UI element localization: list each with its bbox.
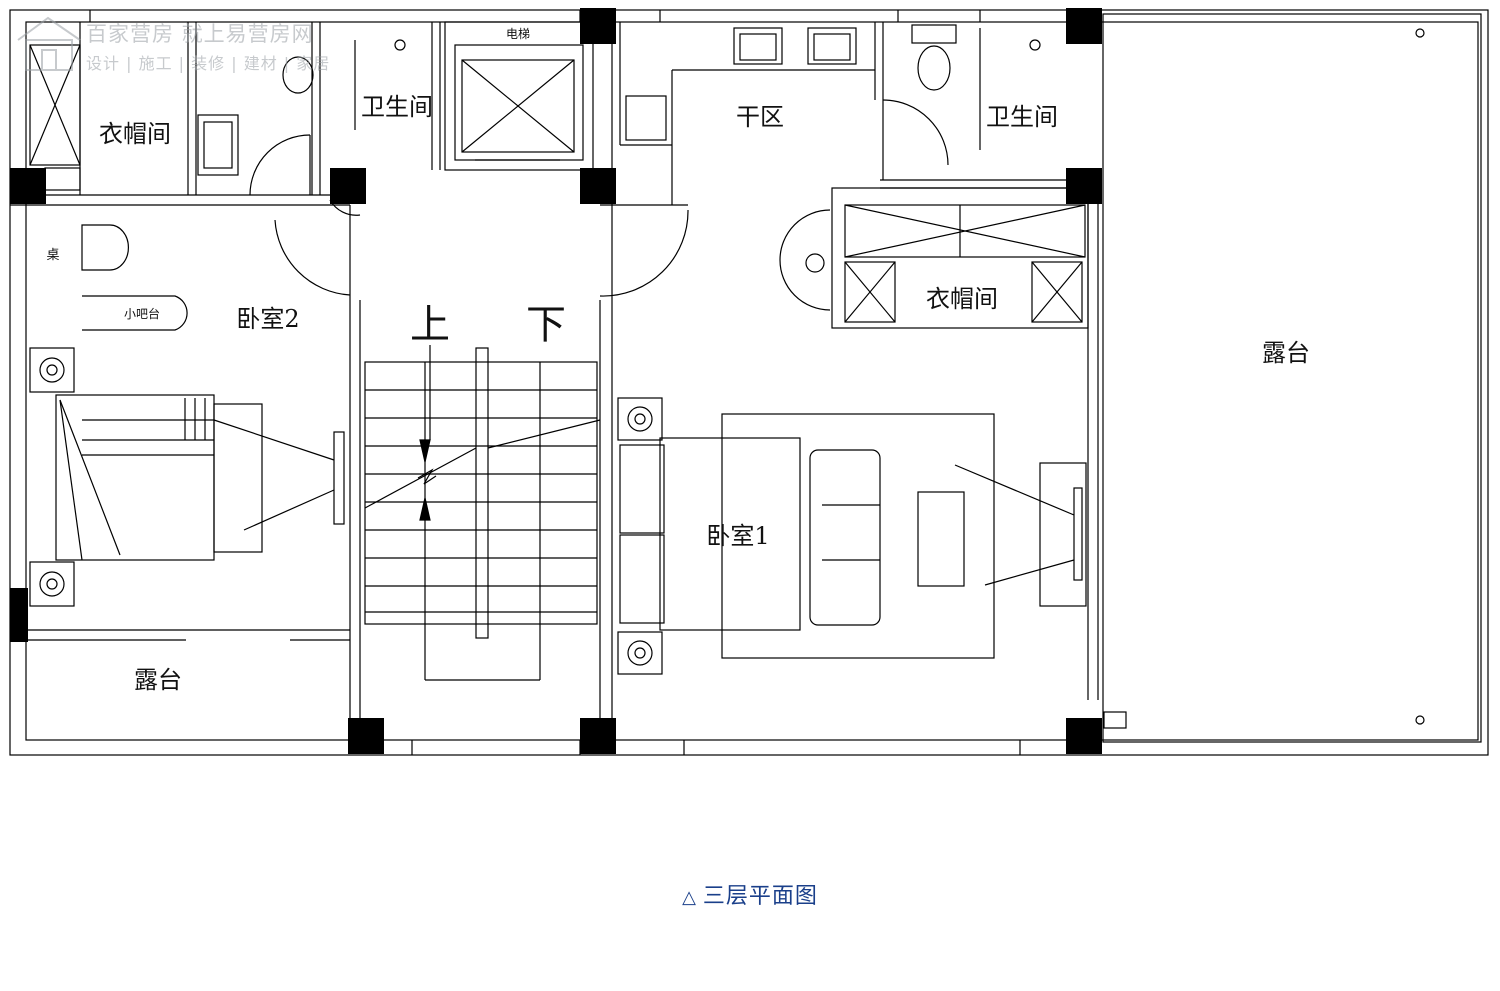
house-logo-icon (17, 16, 81, 71)
bed-1 (659, 437, 801, 631)
label-stair-up: 上 (410, 302, 450, 348)
label-elevator: 电梯 (506, 27, 530, 41)
watermark-line-1: 百家营房 就上易营房网 (86, 22, 314, 46)
label-cloakroom-left: 衣帽间 (99, 120, 171, 148)
caption-title: 三层平面图 (702, 884, 818, 909)
label-bathroom-right: 卫生间 (986, 103, 1058, 131)
wardrobe-right (779, 187, 1089, 329)
columns (10, 8, 1102, 754)
label-bedroom-1: 卧室1 (706, 522, 769, 550)
label-bathroom-left: 卫生间 (361, 93, 433, 121)
outer-wall-inner (25, 21, 1479, 741)
outer-wall-outer (9, 9, 1489, 756)
label-mini-bar: 小吧台 (124, 306, 160, 321)
triangle-icon: △ (682, 887, 697, 908)
label-dry-zone: 干区 (736, 103, 784, 131)
label-terrace-left: 露台 (134, 666, 182, 694)
figure-caption: △三层平面图 (0, 878, 1500, 910)
watermark-line-2: 设计 | 施工 | 装修 | 建材 | 家居 (86, 54, 331, 73)
terrace-rail (1102, 13, 1482, 743)
staircase (364, 345, 601, 681)
label-stair-down: 下 (526, 302, 566, 348)
elevator-shaft (444, 21, 594, 171)
label-terrace-right: 露台 (1262, 339, 1310, 367)
label-cloakroom-right: 衣帽间 (926, 285, 998, 313)
label-table: 桌 (46, 248, 59, 263)
label-bedroom-2: 卧室2 (236, 305, 299, 333)
